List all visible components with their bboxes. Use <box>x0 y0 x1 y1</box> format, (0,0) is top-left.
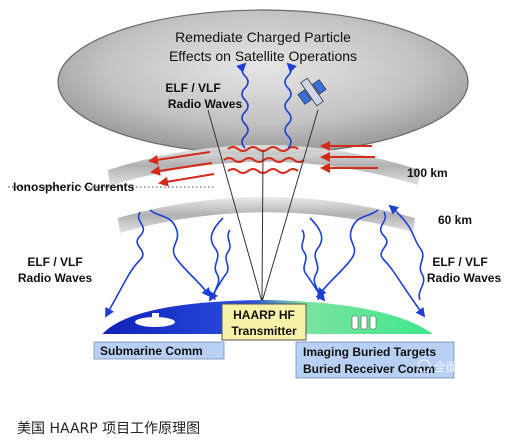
upper-waves-label-line2: Radio Waves <box>168 97 243 111</box>
right-waves-label-line1: ELF / VLF <box>432 255 487 269</box>
submarine-comm-box <box>93 341 225 360</box>
lower-elf-vlf-waves <box>105 204 426 318</box>
watermark: 全面揭露 <box>417 359 482 374</box>
transmitter-label-line1: HAARP HF <box>233 308 295 322</box>
haarp-diagram: Remediate Charged Particle Effects on Sa… <box>8 9 502 379</box>
top-title-line1: Remediate Charged Particle <box>175 29 351 45</box>
transmitter-box <box>221 303 307 341</box>
ionospheric-currents-label: Ionospheric Currents <box>13 180 135 194</box>
left-waves-label-line2: Radio Waves <box>18 271 93 285</box>
layer-60km-label: 60 km <box>438 213 472 227</box>
buried-targets-icon <box>351 315 377 330</box>
top-title-line2: Effects on Satellite Operations <box>169 48 357 64</box>
transmitter-beams <box>207 109 319 303</box>
imaging-label-line2: Buried Receiver Comm <box>303 362 435 376</box>
submarine-icon <box>135 313 175 327</box>
ionosphere-band-60km <box>118 197 415 233</box>
layer-100km-label: 100 km <box>407 166 448 180</box>
satellite-icon <box>297 77 327 107</box>
right-waves-label-line2: Radio Waves <box>427 271 502 285</box>
submarine-comm-label: Submarine Comm <box>100 344 203 358</box>
left-waves-label-line1: ELF / VLF <box>27 255 82 269</box>
ionospheric-current-arrows <box>148 141 378 187</box>
imaging-label-line1: Imaging Buried Targets <box>303 345 436 359</box>
figure-caption: 美国 HAARP 项目工作原理图 <box>17 421 201 437</box>
transmitter-label-line2: Transmitter <box>231 324 297 338</box>
watermark-text: 全面揭露 <box>434 359 482 374</box>
upper-elf-vlf-waves <box>236 62 297 149</box>
imaging-box <box>295 341 455 379</box>
upper-waves-label-line1: ELF / VLF <box>165 81 220 95</box>
